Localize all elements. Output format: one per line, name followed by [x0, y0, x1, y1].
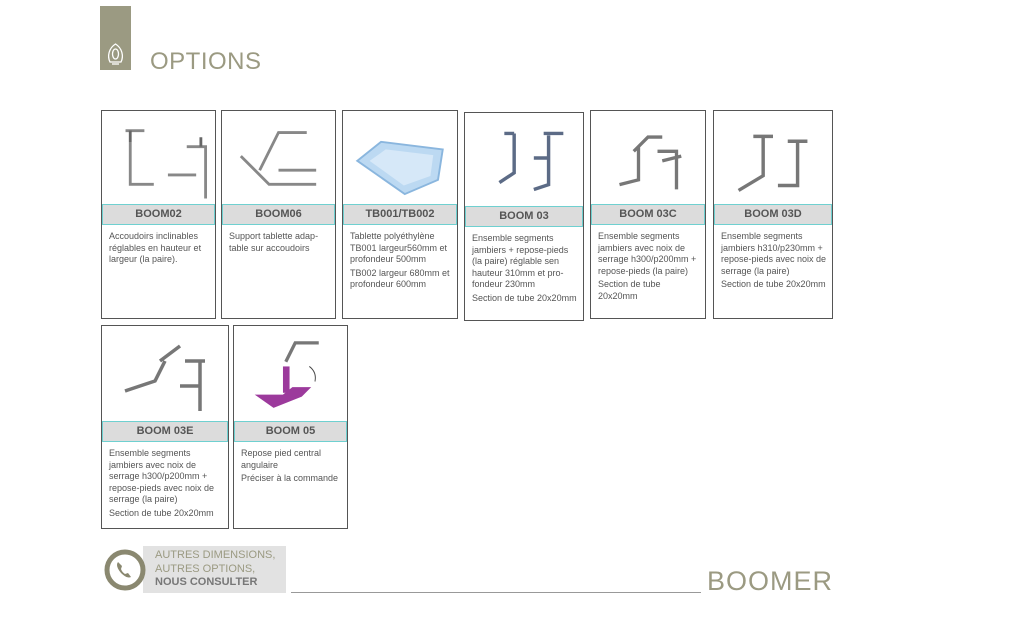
description-line: Ensemble segments jambiers h310/p230mm +…: [721, 231, 827, 276]
option-card: BOOM 03E Ensemble segments jambiers avec …: [101, 325, 229, 529]
option-card: BOOM 03C Ensemble segments jambiers avec …: [590, 110, 706, 319]
brand-logo: [100, 6, 131, 70]
footer-divider: [291, 592, 701, 593]
description-line: Ensemble segments jambiers + repose-pied…: [472, 233, 569, 289]
product-description: Support tablette adap-table sur accoudoi…: [229, 231, 331, 256]
product-description: Tablette polyéthylène TB001 largeur560mm…: [350, 231, 453, 293]
product-code: TB001/TB002: [343, 204, 457, 225]
description-line: Section de tube 20x20mm: [721, 279, 826, 289]
product-image: [125, 129, 207, 199]
product-image: [619, 135, 682, 190]
product-description: Ensemble segments jambiers avec noix de …: [598, 231, 701, 304]
page-title: OPTIONS: [150, 48, 262, 75]
description-line: Support tablette adap-table sur accoudoi…: [229, 231, 319, 253]
product-description: Ensemble segments jambiers + repose-pied…: [472, 233, 579, 306]
phone-icon: [104, 549, 146, 591]
description-line: TB002 largeur 680mm et profondeur 600mm: [350, 267, 450, 290]
product-code: BOOM02: [102, 204, 215, 225]
product-image: [737, 134, 808, 192]
description-line: Ensemble segments jambiers avec noix de …: [598, 231, 697, 276]
product-image: [239, 131, 317, 186]
product-code: BOOM06: [222, 204, 335, 225]
product-description: Ensemble segments jambiers avec noix de …: [109, 448, 224, 521]
product-image: [124, 344, 205, 411]
description-line: Tablette polyéthylène TB001 largeur560mm…: [350, 231, 448, 264]
contact-banner: AUTRES DIMENSIONS,AUTRES OPTIONS,NOUS CO…: [103, 546, 286, 593]
product-image: [355, 140, 444, 196]
product-code: BOOM 05: [234, 421, 347, 442]
product-code: BOOM 03E: [102, 421, 228, 442]
description-line: Accoudoirs inclinables réglables en haut…: [109, 231, 202, 264]
contact-line-3: NOUS CONSULTER: [155, 576, 258, 588]
option-card: BOOM 03D Ensemble segments jambiers h310/…: [713, 110, 833, 319]
description-line: Section de tube 20x20mm: [109, 507, 214, 518]
product-description: Accoudoirs inclinables réglables en haut…: [109, 231, 211, 268]
contact-line-1: AUTRES DIMENSIONS,: [155, 549, 276, 561]
description-line: Section de tube 20x20mm: [472, 292, 577, 303]
description-line: Préciser à la commande: [241, 473, 339, 483]
contact-line-2: AUTRES OPTIONS,: [155, 562, 256, 575]
product-image: [498, 131, 564, 192]
brand-name: BOOMER: [707, 566, 834, 596]
option-card: BOOM 03 Ensemble segments jambiers + repo…: [464, 112, 584, 321]
description-line: Repose pied central angulaire: [241, 448, 322, 470]
logo-icon: [108, 43, 123, 65]
description-line: Section de tube 20x20mm: [598, 279, 661, 301]
description-line: Ensemble segments jambiers avec noix de …: [109, 448, 215, 504]
product-code: BOOM 03: [465, 206, 583, 227]
product-code: BOOM 03C: [591, 204, 705, 225]
product-code: BOOM 03D: [714, 204, 832, 225]
product-image: [254, 341, 319, 408]
product-description: Ensemble segments jambiers h310/p230mm +…: [721, 231, 828, 293]
